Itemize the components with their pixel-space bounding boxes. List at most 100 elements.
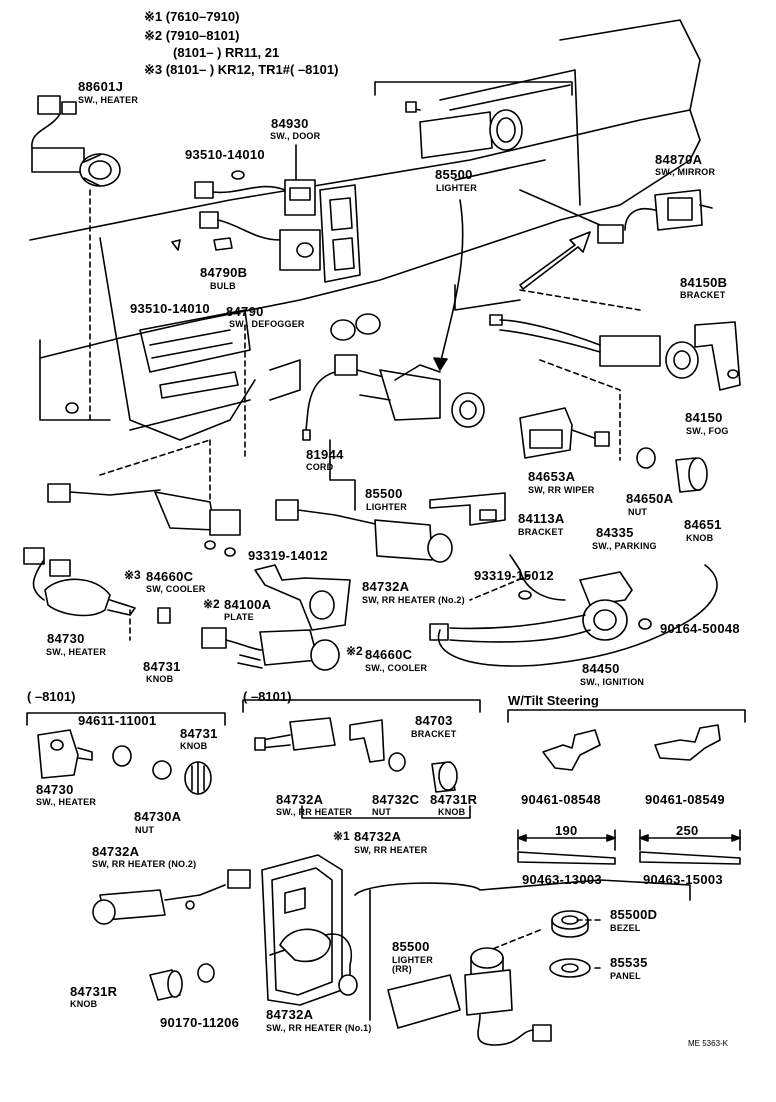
nut-94611: [112, 745, 132, 767]
part-name-85500-rr: LIGHTER (RR): [392, 955, 433, 975]
leader-84660C: [99, 439, 211, 501]
part-number-84730-old: 84730: [36, 782, 74, 797]
part-number-84150B: 84150B: [680, 275, 728, 290]
part-name-85500D: BEZEL: [610, 923, 641, 933]
mark-84660C-2: ※2: [346, 644, 363, 658]
part-name-85535: PANEL: [610, 971, 641, 981]
header-line-2: ※2 (7910–8101): [144, 28, 240, 43]
mark-84660C: ※3: [124, 568, 141, 582]
part-name-84732A-no1: SW., RR HEATER (No.1): [266, 1023, 372, 1033]
dimension-190: [517, 829, 616, 865]
part-number-84730A: 84730A: [134, 809, 182, 824]
part-name-84730: SW., HEATER: [46, 647, 107, 657]
section-left-range: ( –8101): [27, 689, 76, 704]
part-number-84930: 84930: [271, 116, 309, 131]
part-number-90461-a: 90461-08548: [521, 792, 601, 807]
panel-85535: [549, 958, 591, 978]
leader-84150: [519, 289, 641, 311]
part-name-84450: SW., IGNITION: [580, 677, 645, 687]
fog-switch-assembly: [489, 314, 741, 391]
part-name-84653A: SW, RR WIPER: [528, 485, 595, 495]
heater-switch-84730: [23, 547, 136, 617]
part-number-84732A-a: 84732A: [362, 579, 410, 594]
part-number-90463-a: 90463-13003: [522, 872, 602, 887]
part-name-84732A-old: SW., RR HEATER: [276, 807, 353, 817]
part-number-93510-a: 93510-14010: [185, 147, 265, 162]
part-name-84732A-a: SW, RR HEATER (No.2): [362, 595, 465, 605]
part-name-84732C: NUT: [372, 807, 392, 817]
ignition-switch-84450: [429, 554, 718, 667]
part-number-85500-rr: 85500: [392, 939, 430, 954]
part-number-88601J: 88601J: [78, 79, 124, 94]
part-name-81944: CORD: [306, 462, 334, 472]
leader-84653A: [539, 359, 621, 461]
bracket-84703: [349, 719, 385, 763]
section-mid-brace: [301, 805, 471, 819]
part-name-84113A: BRACKET: [518, 527, 564, 537]
part-number-90461-b: 90461-08549: [645, 792, 725, 807]
clip-90461-08549: [654, 724, 721, 761]
rr-heater-switch-84732A-old: [254, 717, 336, 751]
rr-heater-switch-no2-bottom: [92, 869, 251, 925]
part-name-84730A: NUT: [135, 825, 155, 835]
plate-84100A: [254, 564, 351, 631]
part-name-84100A: PLATE: [224, 612, 254, 622]
section-mid-bracket: [242, 699, 481, 713]
part-number-85535: 85535: [610, 955, 648, 970]
part-number-84732A-bottom: 84732A: [92, 844, 140, 859]
part-number-90164: 90164-50048: [660, 621, 740, 636]
header-line-4: ※3 (8101– ) KR12, TR1#( –8101): [144, 62, 339, 77]
leader-85500b: [329, 439, 356, 511]
part-number-84731R-old: 84731R: [430, 792, 478, 807]
part-name-84660C-2: SW., COOLER: [365, 663, 428, 673]
part-number-84790B: 84790B: [200, 265, 248, 280]
part-name-84731-old: KNOB: [180, 741, 208, 751]
nut-84650A: [636, 447, 656, 469]
part-number-93510-b: 93510-14010: [130, 301, 210, 316]
knob-84651: [675, 457, 708, 493]
part-number-84732A-old: 84732A: [276, 792, 324, 807]
part-number-84732A-old-2: 84732A: [354, 829, 402, 844]
part-name-84930: SW., DOOR: [270, 131, 321, 141]
dimension-250-label: 250: [676, 823, 699, 838]
rr-heater-panel: [261, 854, 358, 1006]
part-name-84730-old: SW., HEATER: [36, 797, 97, 807]
part-name-84732A-bottom: SW, RR HEATER (NO.2): [92, 859, 197, 869]
part-number-94611: 94611-11001: [78, 713, 157, 728]
part-number-84730: 84730: [47, 631, 85, 646]
part-number-93319-a: 93319-14012: [248, 548, 328, 563]
section-right-title: W/Tilt Steering: [508, 693, 599, 708]
part-name-84731R-old: KNOB: [438, 807, 466, 817]
part-name-84660C: SW, COOLER: [146, 584, 206, 594]
part-number-84650A: 84650A: [626, 491, 674, 506]
part-number-84335: 84335: [596, 525, 634, 540]
part-number-85500: 85500: [435, 167, 473, 182]
part-name-85500-b: LIGHTER: [366, 502, 407, 512]
rr-wiper-switch-84653A: [519, 407, 610, 459]
mark-84100A: ※2: [203, 597, 220, 611]
part-name-84790: SW., DEFOGGER: [229, 319, 305, 329]
part-number-84870A: 84870A: [655, 152, 703, 167]
nut-84730A: [152, 760, 172, 780]
heater-switch-88601J: [31, 95, 121, 187]
part-name-84731R: KNOB: [70, 999, 98, 1009]
part-name-84335: SW., PARKING: [592, 541, 657, 551]
diagram-code: ME 5363-K: [688, 1039, 729, 1048]
direction-arrow: [519, 231, 591, 290]
header-line-1: ※1 (7610–7910): [144, 9, 240, 24]
rr-heater-switch-84732A: [275, 499, 453, 563]
part-number-84732C: 84732C: [372, 792, 420, 807]
cooler-switch-84660C-2: [201, 627, 340, 671]
part-number-84703: 84703: [415, 713, 453, 728]
knob-84731R: [149, 969, 183, 1001]
part-number-84653A: 84653A: [528, 469, 576, 484]
clip-90461-08548: [542, 729, 601, 771]
part-number-84732A-no1: 84732A: [266, 1007, 314, 1022]
part-number-84660C-2: 84660C: [365, 647, 413, 662]
part-name-84150B: BRACKET: [680, 290, 726, 300]
dimension-190-label: 190: [555, 823, 578, 838]
part-number-84790: 84790: [226, 304, 264, 319]
knob-84731-old: [184, 761, 212, 795]
dimension-250: [639, 829, 741, 865]
